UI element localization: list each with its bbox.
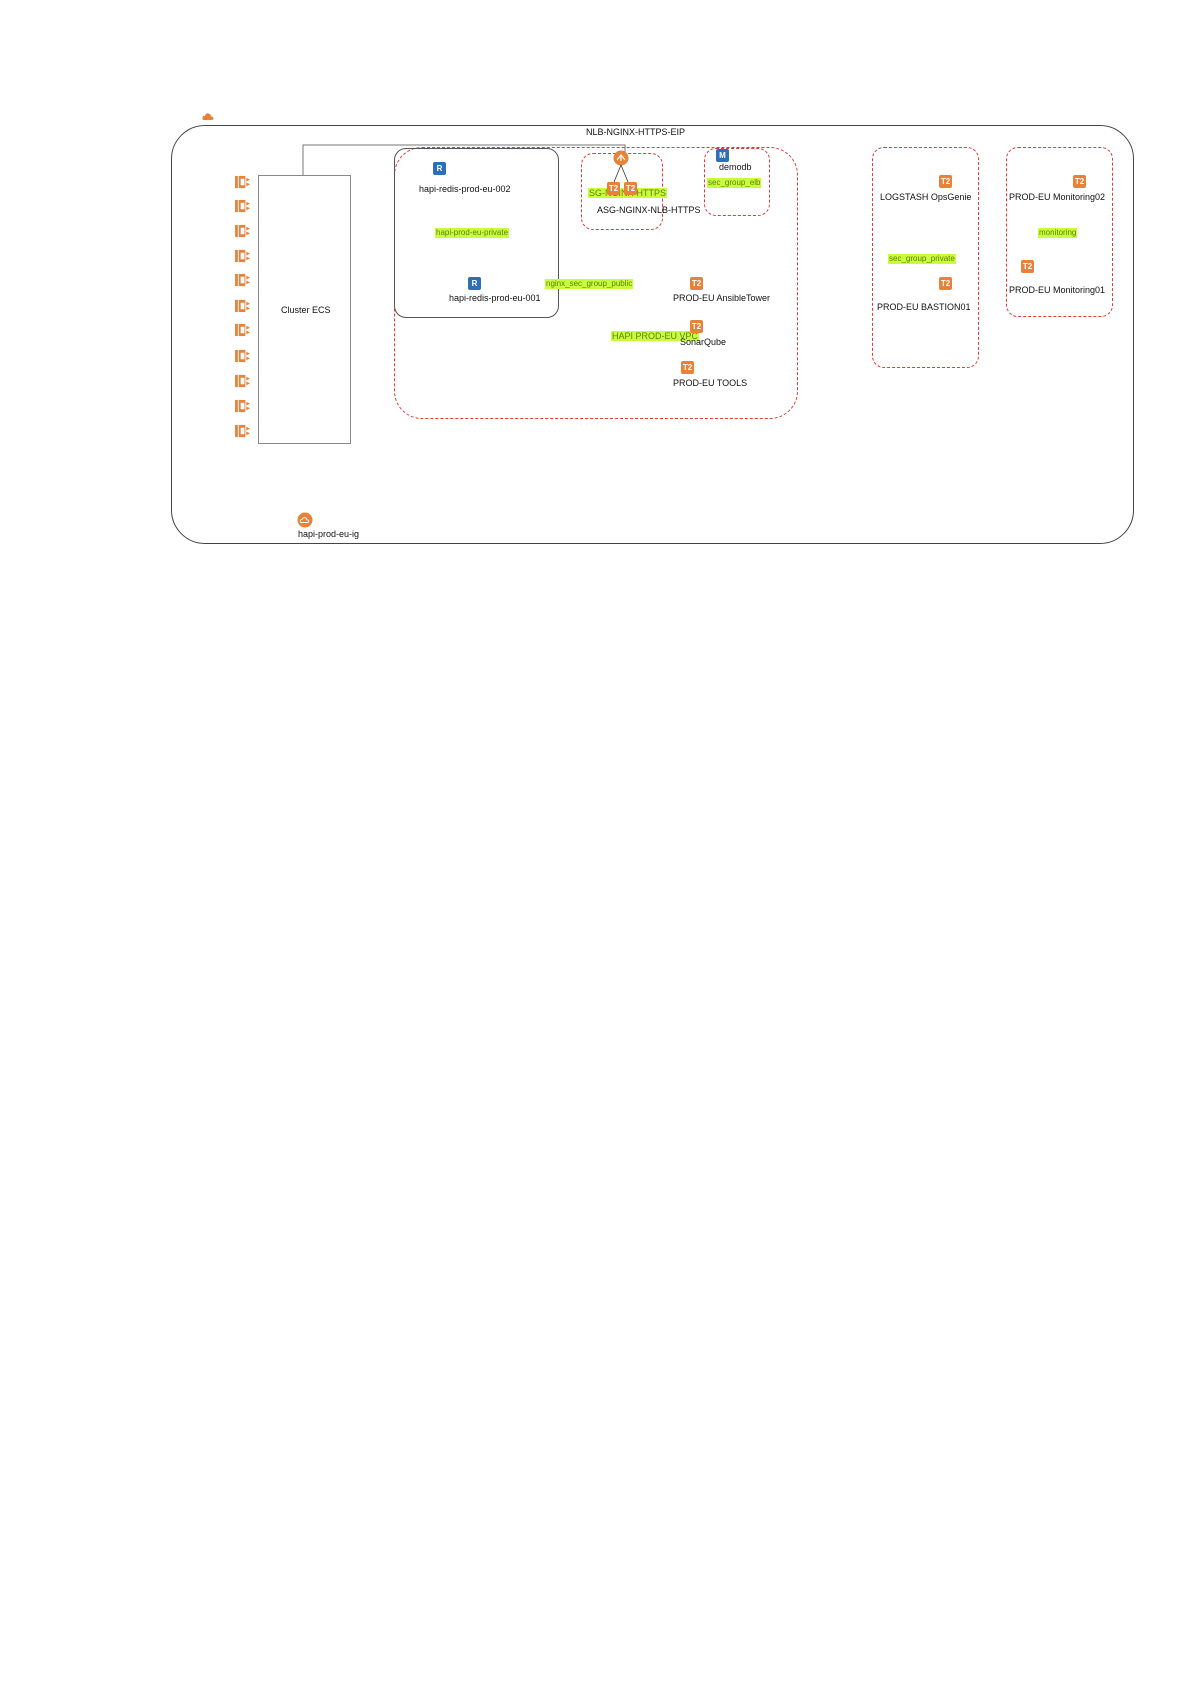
asg-connector-lines: [613, 164, 629, 183]
monitoring01-label: PROD-EU Monitoring01: [1009, 285, 1106, 295]
ecs-task-icon: [235, 249, 250, 263]
sec-group-private-label: sec_group_private: [888, 254, 956, 264]
vpc-title: NLB-NGINX-HTTPS-EIP: [586, 127, 686, 137]
ecs-task-icon: [235, 349, 250, 363]
ecs-task-icon: [235, 224, 250, 238]
redis-001-label: hapi-redis-prod-eu-001: [449, 293, 541, 303]
monitoring-sg-label: monitoring: [1038, 228, 1078, 238]
monitoring-group-box[interactable]: [1006, 147, 1113, 317]
sec-group-elb-label: sec_group_elb: [707, 178, 762, 188]
cluster-ecs-box[interactable]: [258, 175, 351, 444]
demodb-label: demodb: [719, 162, 752, 172]
ecs-task-icon: [235, 299, 250, 313]
tools-instance-icon: T2: [681, 361, 694, 374]
logstash-instance-icon: T2: [939, 175, 952, 188]
ecs-task-icon: [235, 424, 250, 438]
tools-label: PROD-EU TOOLS: [673, 378, 748, 388]
ecs-task-icon: [235, 323, 250, 337]
sonarqube-label: SonarQube: [680, 337, 727, 347]
internet-gateway-label: hapi-prod-eu-ig: [298, 529, 360, 539]
sec-group-private-box[interactable]: [872, 147, 979, 368]
asg-instance-1-icon: T2: [607, 182, 620, 195]
internet-gateway-icon: [297, 512, 313, 528]
redis-001-icon: R: [468, 277, 481, 290]
redis-002-label: hapi-redis-prod-eu-002: [419, 184, 511, 194]
asg-label: ASG-NGINX-NLB-HTTPS: [597, 205, 701, 215]
cluster-ecs-label: Cluster ECS: [281, 305, 331, 315]
demodb-box[interactable]: [704, 148, 770, 216]
monitoring02-label: PROD-EU Monitoring02: [1009, 192, 1106, 202]
vpc-name-label: HAPI PROD-EU VPC: [611, 331, 700, 341]
ecs-task-icon: [235, 273, 250, 287]
aws-cloud-icon: [202, 113, 214, 120]
bastion-label: PROD-EU BASTION01: [877, 302, 971, 312]
ecs-task-icon: [235, 175, 250, 189]
redis-002-icon: R: [433, 162, 446, 175]
ansible-instance-icon: T2: [690, 277, 703, 290]
asg-instance-2-icon: T2: [624, 182, 637, 195]
nlb-icon: [613, 150, 629, 166]
ecs-task-icon: [235, 199, 250, 213]
logstash-label: LOGSTASH OpsGenie: [880, 192, 972, 202]
vpc-container[interactable]: [171, 125, 1134, 544]
sonarqube-instance-icon: T2: [690, 320, 703, 333]
demodb-icon: M: [716, 149, 729, 162]
private-subnet-box[interactable]: [394, 148, 559, 318]
ecs-task-icon: [235, 374, 250, 388]
nlb-connector: [302, 144, 626, 176]
nginx-sec-group-public-label: nginx_sec_group_public: [545, 279, 634, 289]
ansible-label: PROD-EU AnsibleTower: [673, 293, 771, 303]
ecs-task-icon: [235, 399, 250, 413]
private-subnet-label: hapi-prod-eu-private: [435, 228, 510, 238]
bastion-instance-icon: T2: [939, 277, 952, 290]
monitoring01-instance-icon: T2: [1021, 260, 1034, 273]
monitoring02-instance-icon: T2: [1073, 175, 1086, 188]
